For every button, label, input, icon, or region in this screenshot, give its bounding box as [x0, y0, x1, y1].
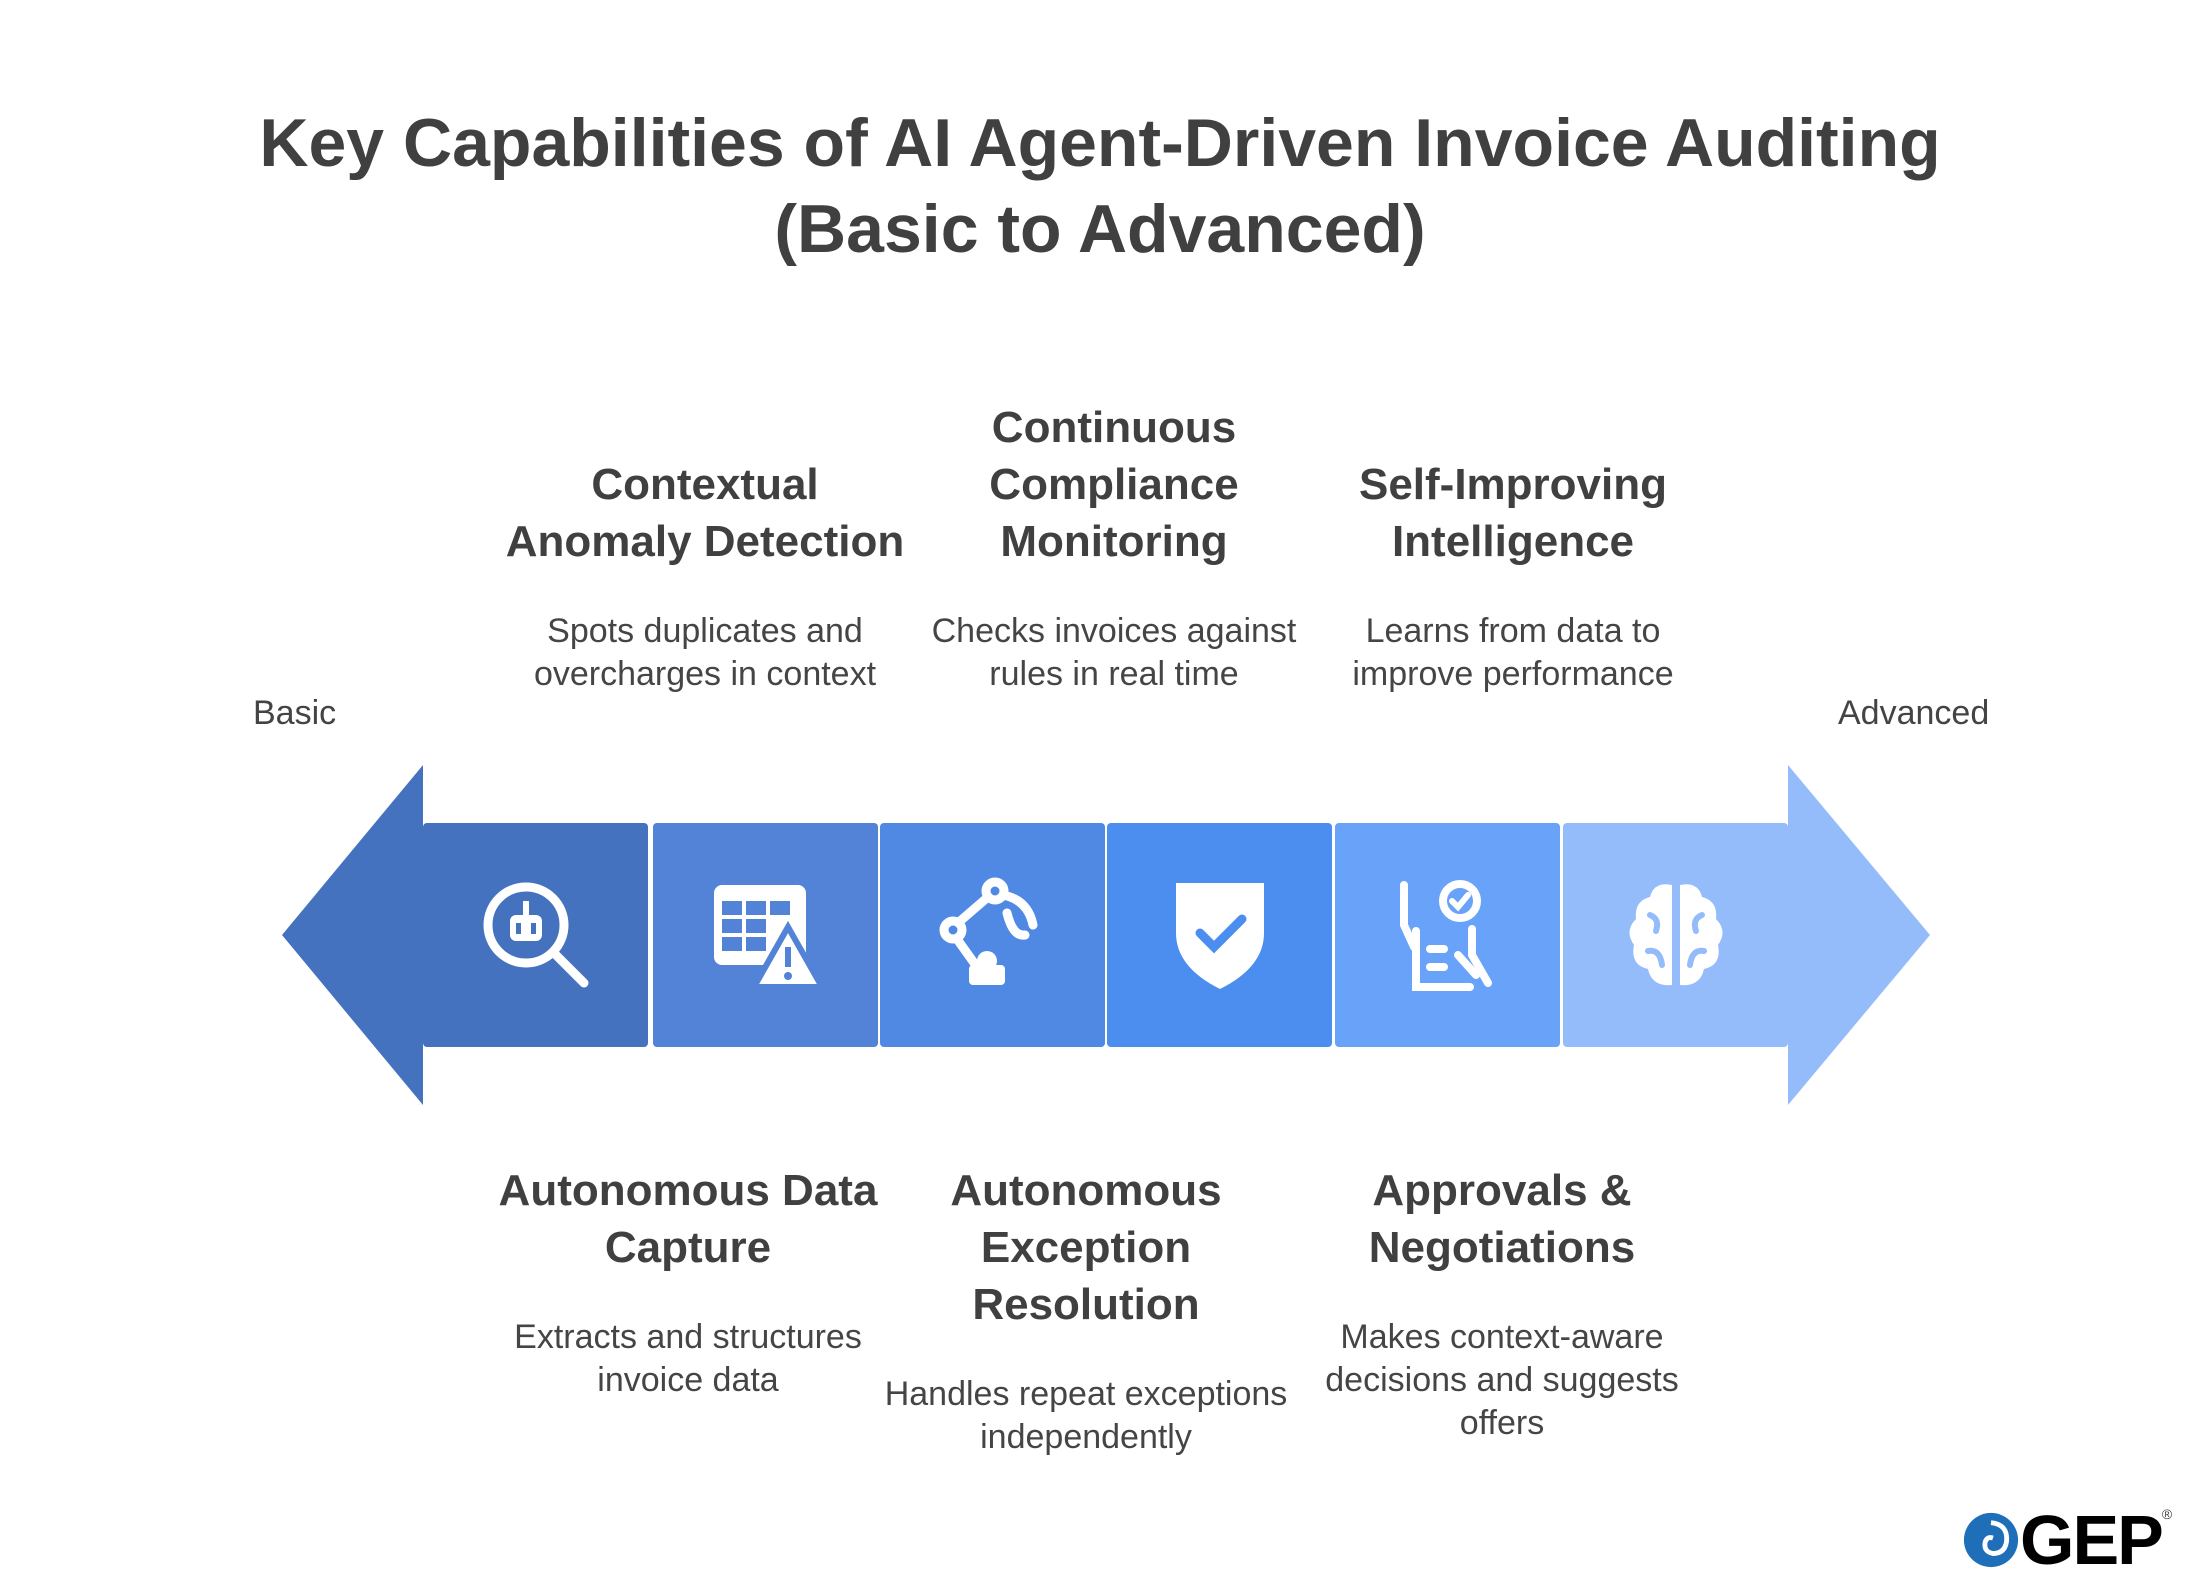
advanced-label: Advanced — [1838, 694, 1990, 732]
segment-5 — [1335, 823, 1560, 1047]
bottom-item-3: Approvals & Negotiations Makes context-a… — [1292, 1162, 1712, 1445]
swirl-logo-icon — [1963, 1512, 2019, 1568]
title-line-2: (Basic to Advanced) — [774, 191, 1426, 267]
bottom-item-2: Autonomous Exception Resolution Handles … — [876, 1162, 1296, 1459]
segment-3 — [880, 823, 1105, 1047]
item-description: Spots duplicates and overcharges in cont… — [533, 612, 877, 693]
bottom-item-1: Autonomous Data Capture Extracts and str… — [478, 1162, 898, 1402]
robot-arm-icon — [939, 877, 1037, 985]
basic-label: Basic — [253, 694, 337, 732]
item-heading: Autonomous Data Capture — [498, 1166, 878, 1272]
robot-search-icon — [483, 882, 588, 988]
title-line-1: Key Capabilities of AI Agent-Driven Invo… — [259, 105, 1941, 181]
item-heading: Approvals & Negotiations — [1368, 1166, 1636, 1272]
item-heading: Autonomous Exception Resolution — [950, 1166, 1222, 1329]
table-warning-icon — [713, 885, 826, 990]
gep-logo: GEP ® — [1962, 1500, 2172, 1580]
checklist-hand-icon — [1399, 880, 1492, 991]
item-heading: Contextual Anomaly Detection — [505, 460, 905, 566]
segment-1 — [423, 823, 648, 1047]
top-heading-3-wrap: Self-Improving Intelligence — [1303, 390, 1723, 570]
item-description: Learns from data to improve performance — [1352, 612, 1674, 693]
brain-icon — [1628, 884, 1723, 986]
segment-2 — [653, 823, 878, 1047]
shield-check-icon — [1175, 883, 1264, 989]
item-description: Handles repeat exceptions independently — [884, 1375, 1288, 1456]
page-title: Key Capabilities of AI Agent-Driven Invo… — [0, 100, 2200, 272]
top-heading-2-wrap: Continuous Compliance Monitoring — [904, 390, 1324, 570]
item-description: Checks invoices against rules in real ti… — [931, 612, 1297, 693]
logo-text: GEP — [2020, 1501, 2164, 1579]
arrow-left-head — [282, 765, 423, 1105]
registered-mark: ® — [2161, 1506, 2173, 1522]
item-heading: Self-Improving Intelligence — [1358, 460, 1668, 566]
segment-6 — [1563, 823, 1788, 1047]
item-description: Extracts and structures invoice data — [514, 1318, 862, 1399]
item-heading: Continuous Compliance Monitoring — [989, 403, 1239, 566]
segment-4 — [1107, 823, 1332, 1047]
item-description: Makes context-aware decisions and sugges… — [1325, 1318, 1679, 1442]
arrow-right-head — [1788, 765, 1930, 1105]
top-heading-1-wrap: Contextual Anomaly Detection — [495, 390, 915, 570]
